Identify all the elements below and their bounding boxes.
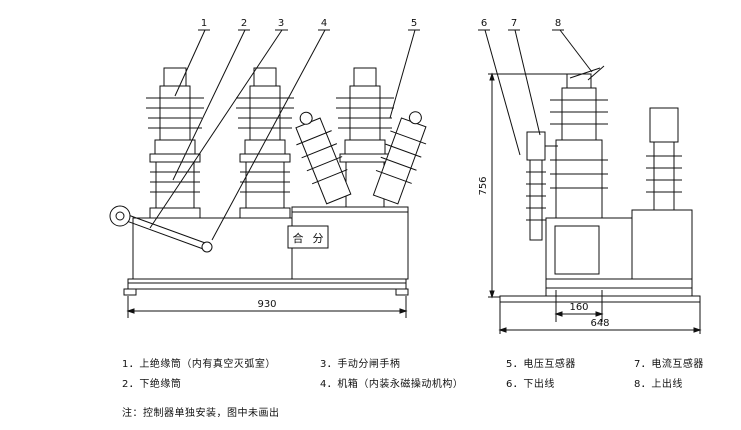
pole-1 xyxy=(146,67,204,219)
callout-8: 8 xyxy=(555,18,561,29)
inner-width-dimension xyxy=(554,290,604,322)
callout-3: 3 xyxy=(278,18,284,29)
pole-3 xyxy=(336,67,394,208)
manual-trip-handle xyxy=(109,205,213,253)
leader-4 xyxy=(211,29,326,241)
dim-930: 930 xyxy=(257,299,276,310)
upper-outlet xyxy=(492,65,605,81)
legend-item-6: 6．下出线 xyxy=(506,379,555,390)
callout-1: 1 xyxy=(201,18,207,29)
legend-item-3: 3．手动分闸手柄 xyxy=(320,359,401,370)
width-dimension-left xyxy=(126,296,408,318)
legend-item-1: 1．上绝缘筒（内有真空灭弧室） xyxy=(122,359,276,370)
callout-5: 5 xyxy=(411,18,417,29)
legend-item-2: 2．下绝缘筒 xyxy=(122,379,182,390)
leader-7 xyxy=(514,29,541,136)
base-foot-right xyxy=(395,288,409,296)
callout-4: 4 xyxy=(321,18,327,29)
leader-8 xyxy=(559,29,593,73)
dim-756: 756 xyxy=(478,176,489,195)
height-dimension xyxy=(488,72,500,299)
legend-item-5: 5．电压互感器 xyxy=(506,359,576,370)
legend-item-4: 4．机箱（内装永磁操动机构） xyxy=(320,379,464,390)
switchgear-drawing: 1 2 3 4 5 6 7 8 930 756 160 648 合 分 xyxy=(109,18,702,334)
callout-6: 6 xyxy=(481,18,487,29)
base-frame xyxy=(127,278,407,290)
footnote: 注：控制器单独安装，图中未画出 xyxy=(122,408,280,419)
close-label: 合 xyxy=(293,231,304,245)
leader-3 xyxy=(149,29,283,229)
callout-2: 2 xyxy=(241,18,247,29)
leader-2 xyxy=(172,29,246,181)
leader-5 xyxy=(389,29,416,119)
open-label: 分 xyxy=(313,232,324,245)
leader-1 xyxy=(174,29,206,97)
lower-outlet xyxy=(526,131,558,241)
dim-648: 648 xyxy=(590,318,609,329)
leader-6 xyxy=(484,29,521,156)
outer-width-dimension xyxy=(498,302,702,334)
legend-item-8: 8．上出线 xyxy=(634,379,683,390)
dim-160: 160 xyxy=(569,302,588,313)
current-transformer xyxy=(646,107,682,211)
base-foot-left xyxy=(123,288,137,296)
pole-2 xyxy=(236,67,294,219)
legend-item-7: 7．电流互感器 xyxy=(634,359,704,370)
voltage-transformer xyxy=(295,111,427,205)
callout-7: 7 xyxy=(511,18,517,29)
front-view xyxy=(109,29,427,318)
side-view xyxy=(478,29,702,334)
